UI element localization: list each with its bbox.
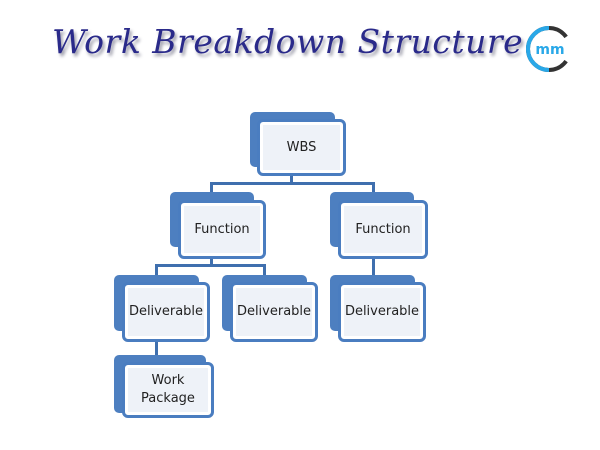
connector — [210, 182, 375, 185]
logo-text: mm — [535, 42, 564, 58]
connector — [263, 264, 266, 276]
connector — [155, 338, 158, 356]
connector — [155, 264, 158, 276]
connector — [210, 182, 213, 194]
connector — [372, 182, 375, 194]
connector — [372, 256, 375, 276]
node-label: Work Package — [122, 362, 214, 418]
page-title: Work Breakdown Structure — [52, 22, 524, 61]
node-label: Function — [178, 200, 266, 259]
node-label: Deliverable — [122, 282, 210, 342]
connector — [210, 258, 213, 266]
logo-icon: mm — [526, 26, 573, 72]
connector — [290, 175, 293, 184]
node-label: Deliverable — [338, 282, 426, 342]
node-label: Deliverable — [230, 282, 318, 342]
connector — [155, 264, 266, 267]
node-label: Function — [338, 200, 428, 259]
node-label: WBS — [257, 119, 346, 176]
logo: mm — [524, 24, 574, 74]
